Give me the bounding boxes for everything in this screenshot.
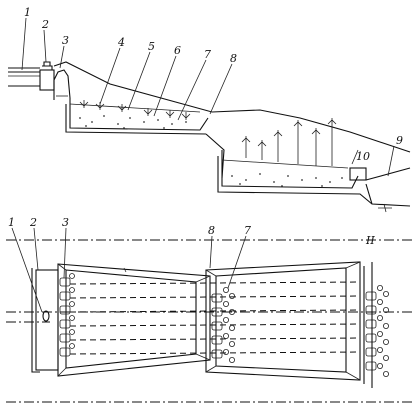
plan-inlet-pipe [42,310,50,322]
lower-bed-outline [217,156,411,207]
well-cap [42,61,53,70]
plan-label-2: 2 [29,216,37,229]
plan-label-II: II [365,234,375,247]
upper-bed-plants [79,100,191,120]
plan-inlet-cells [59,273,75,357]
label-4: 4 [117,36,125,49]
settling-chamber [53,69,71,100]
label-7: 7 [204,48,211,61]
label-9: 9 [396,134,403,147]
outlet-channel [365,167,411,205]
label-2: 2 [41,18,49,31]
lower-gravel-fill [231,173,343,187]
upper-bed-outline [65,104,207,135]
plan-outlet-wall [363,262,373,388]
label-1: 1 [24,6,31,19]
lower-bed-trench [221,150,359,189]
plan-leaders [11,227,247,313]
profile-leaders [21,17,395,177]
lower-bed-surface [221,159,349,169]
label-5: 5 [148,40,155,53]
plan-lower-bed [205,261,361,381]
plan-label-3: 3 [62,216,69,229]
plan-tick [123,267,127,273]
upper-bed-trench [69,98,209,131]
plan-view [6,227,412,403]
upper-gravel-fill [79,115,187,129]
plan-label-1: 1 [8,216,15,229]
plan-upper-bed-corners [57,263,211,377]
profile-labels: 1 2 3 4 5 6 7 8 10 9 [24,6,403,163]
plan-lower-bed-inner [215,267,347,373]
ground-surface [8,61,411,153]
label-3: 3 [62,34,69,47]
plan-label-8: 8 [208,224,215,237]
label-10: 10 [356,150,370,163]
distribution-well [39,69,55,91]
upper-bed-surface [69,103,201,113]
outlet-symbol [378,203,392,213]
lower-bed-plants [241,118,337,166]
plan-distribution-box [35,269,59,371]
outlet-well [349,167,367,181]
plan-distribution-pipes [69,281,361,355]
plan-lower-inlet-cells [211,286,235,363]
label-8: 8 [230,52,237,65]
plan-box-outline [31,268,40,373]
plan-lower-bed-corners [205,261,361,381]
inlet-pipe [8,71,40,87]
plan-labels: 1 2 3 8 7 II [8,216,375,247]
plan-outlet-cells [365,284,389,377]
label-6: 6 [174,44,181,57]
plan-label-7: 7 [244,224,251,237]
slope-step [205,133,225,179]
profile-view [8,17,411,213]
